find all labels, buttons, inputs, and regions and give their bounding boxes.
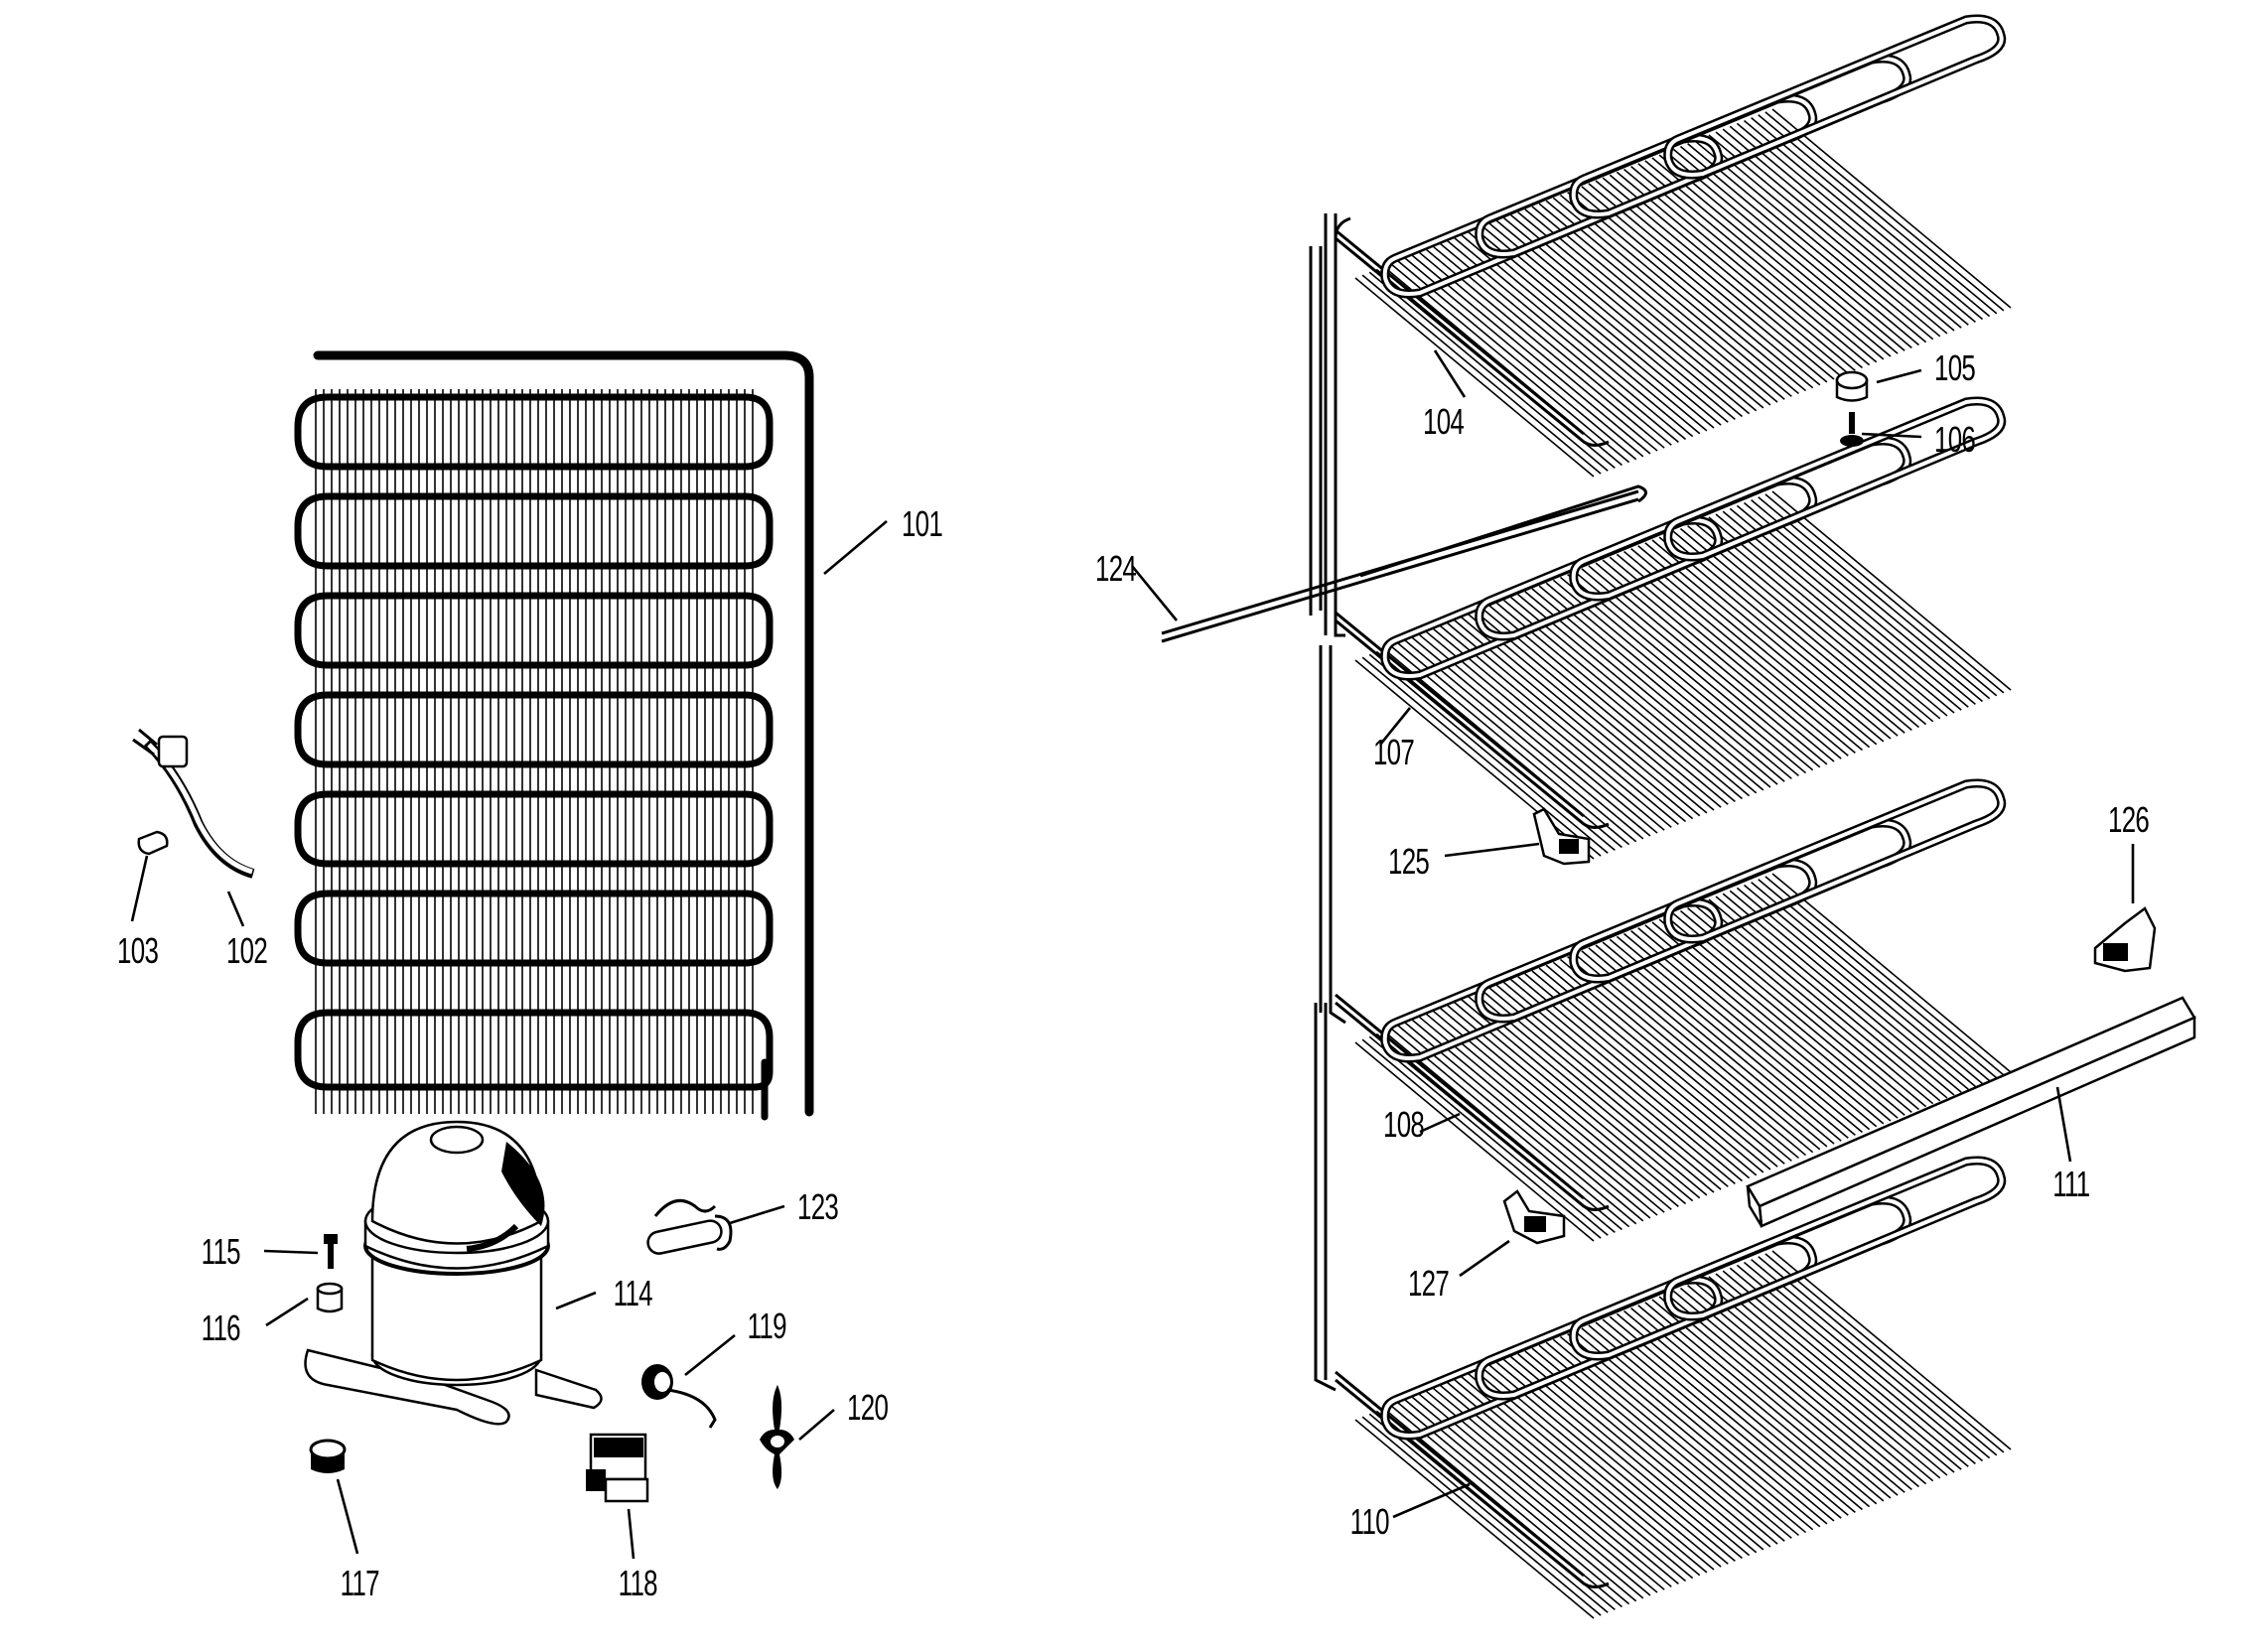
- bracket-left-upper: [1532, 807, 1591, 866]
- overload-protector: [641, 1364, 717, 1429]
- capacitor: [646, 1198, 733, 1255]
- screw: [1840, 412, 1864, 447]
- rubber-foot: [309, 1439, 347, 1473]
- shelf-trim-bar: [1746, 996, 2196, 1228]
- label-116: 116: [202, 1308, 241, 1348]
- relay: [586, 1433, 649, 1503]
- capillary-tube: [1161, 484, 1647, 643]
- condenser-coil: [294, 350, 814, 1121]
- label-126: 126: [2108, 800, 2149, 840]
- bolt: [324, 1234, 338, 1269]
- leader-lines: [130, 349, 2135, 1560]
- connecting-tubes: [1309, 213, 1351, 1392]
- bracket-right: [2093, 906, 2157, 973]
- grommet: [316, 1282, 344, 1313]
- label-105: 105: [1934, 348, 1975, 388]
- evaporator-shelves: [1335, 14, 2012, 1619]
- label-119: 119: [748, 1307, 786, 1346]
- label-124: 124: [1095, 549, 1136, 589]
- label-101: 101: [902, 504, 942, 544]
- condenser-fins: [315, 389, 754, 1114]
- power-cord: [132, 728, 255, 879]
- label-127: 127: [1408, 1264, 1449, 1304]
- shelf-button: [1835, 370, 1869, 402]
- label-106: 106: [1934, 420, 1975, 460]
- label-125: 125: [1388, 842, 1429, 882]
- bracket-left-lower: [1502, 1189, 1566, 1245]
- label-110: 110: [1350, 1502, 1390, 1542]
- label-107: 107: [1373, 733, 1414, 772]
- label-114: 114: [614, 1274, 653, 1313]
- label-103: 103: [117, 931, 158, 971]
- compressor: [304, 1120, 603, 1426]
- label-118: 118: [619, 1564, 658, 1603]
- label-104: 104: [1423, 402, 1464, 442]
- label-117: 117: [341, 1564, 379, 1603]
- part-labels: 101 102 103 104 105 106 107 108 110 111 …: [117, 348, 2150, 1603]
- cord-plug-cap: [137, 830, 169, 856]
- label-115: 115: [202, 1232, 241, 1272]
- label-102: 102: [226, 931, 267, 971]
- label-108: 108: [1383, 1105, 1424, 1145]
- label-111: 111: [2052, 1165, 2089, 1204]
- label-120: 120: [847, 1388, 888, 1428]
- retainer-clip: [760, 1385, 794, 1489]
- label-123: 123: [797, 1187, 838, 1227]
